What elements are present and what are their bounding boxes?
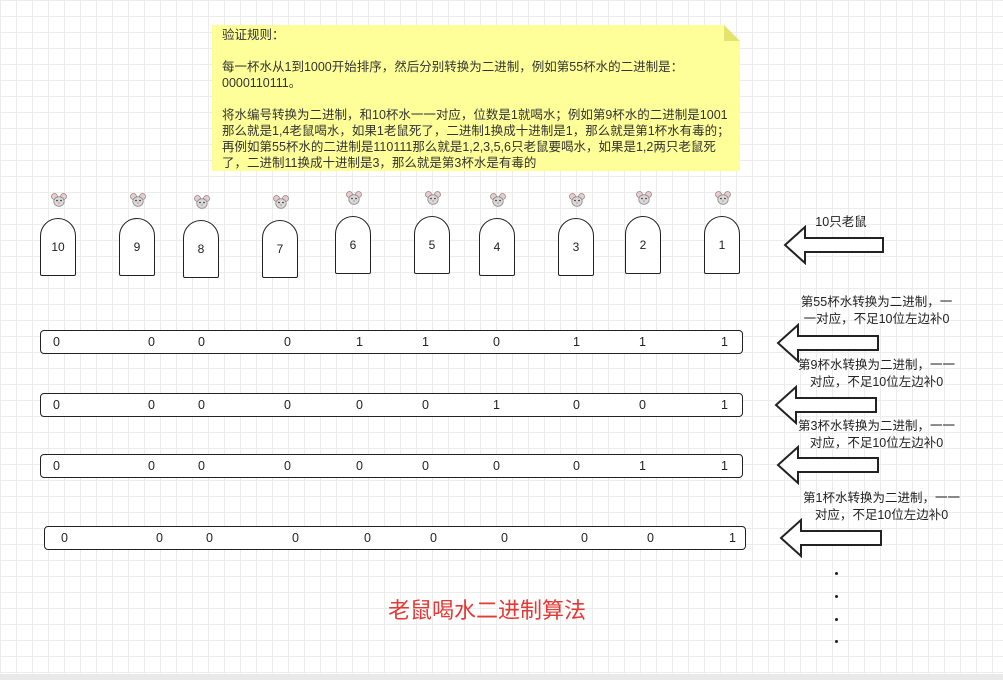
row-label: 第55杯水转换为二进制，一一对应，不足10位左边补0 <box>800 295 953 326</box>
left-arrow-icon <box>779 518 882 558</box>
water-cup: 9 <box>119 218 155 276</box>
binary-digit: 0 <box>53 459 60 473</box>
binary-digit: 1 <box>356 335 363 349</box>
water-cup: 7 <box>262 220 298 278</box>
binary-digit: 0 <box>501 531 508 545</box>
binary-digit: 0 <box>639 398 646 412</box>
binary-digit: 1 <box>721 335 728 349</box>
note-paragraph-1: 每一杯水从1到1000开始排序，然后分别转换为二进制，例如第55杯水的二进制是：… <box>222 60 684 90</box>
note-fold-corner <box>724 25 740 41</box>
binary-digit: 0 <box>292 531 299 545</box>
continuation-dot <box>835 640 838 643</box>
rules-note: 验证规则： 每一杯水从1到1000开始排序，然后分别转换为二进制，例如第55杯水… <box>212 25 740 171</box>
binary-digit: 0 <box>364 531 371 545</box>
note-heading: 验证规则： <box>222 28 285 42</box>
left-arrow-icon <box>783 225 884 265</box>
binary-row: 0 0 0 0 1 1 0 1 1 1 <box>40 330 743 354</box>
binary-digit: 1 <box>639 335 646 349</box>
mouse-icon <box>130 193 146 207</box>
binary-row: 0 0 0 0 0 0 0 0 0 1 <box>44 526 746 550</box>
water-cup: 3 <box>558 218 594 276</box>
binary-digit: 0 <box>573 459 580 473</box>
mouse-icon <box>194 195 210 209</box>
water-cup: 2 <box>625 216 661 274</box>
binary-digit: 1 <box>721 398 728 412</box>
binary-digit: 1 <box>573 335 580 349</box>
binary-digit: 0 <box>148 398 155 412</box>
binary-digit: 0 <box>430 531 437 545</box>
water-cup: 10 <box>40 218 76 276</box>
mouse-icon <box>346 191 362 205</box>
binary-digit: 0 <box>284 335 291 349</box>
water-cup: 4 <box>479 218 515 276</box>
binary-digit: 1 <box>422 335 429 349</box>
binary-digit: 0 <box>493 335 500 349</box>
binary-digit: 0 <box>198 459 205 473</box>
mouse-icon <box>490 193 506 207</box>
continuation-dot <box>835 572 838 575</box>
mouse-icon <box>569 193 585 207</box>
binary-row: 0 0 0 0 0 0 0 0 1 1 <box>40 454 743 478</box>
binary-digit: 0 <box>647 531 654 545</box>
binary-digit: 0 <box>198 398 205 412</box>
continuation-dot <box>835 618 838 621</box>
binary-digit: 0 <box>148 335 155 349</box>
row-label: 第9杯水转换为二进制，一一对应，不足10位左边补0 <box>798 358 955 389</box>
binary-digit: 0 <box>356 398 363 412</box>
binary-digit: 0 <box>422 459 429 473</box>
binary-digit: 0 <box>61 531 68 545</box>
binary-digit: 0 <box>148 459 155 473</box>
binary-digit: 0 <box>573 398 580 412</box>
binary-digit: 1 <box>639 459 646 473</box>
row-label: 第1杯水转换为二进制，一一对应，不足10位左边补0 <box>803 491 960 522</box>
left-arrow-icon <box>774 385 877 425</box>
binary-digit: 1 <box>721 459 728 473</box>
binary-row: 0 0 0 0 0 0 1 0 0 1 <box>40 393 743 417</box>
diagram-title: 老鼠喝水二进制算法 <box>388 598 587 623</box>
binary-digit: 0 <box>53 398 60 412</box>
binary-digit: 0 <box>198 335 205 349</box>
binary-digit: 0 <box>156 531 163 545</box>
binary-digit: 0 <box>422 398 429 412</box>
mouse-icon <box>715 191 731 205</box>
mouse-icon <box>636 191 652 205</box>
mouse-icon <box>425 191 441 205</box>
binary-digit: 0 <box>284 398 291 412</box>
binary-digit: 1 <box>729 531 736 545</box>
water-cup: 8 <box>183 220 219 278</box>
water-cup: 5 <box>414 216 450 274</box>
mice-label: 10只老鼠 <box>815 215 867 229</box>
left-arrow-icon <box>776 323 879 363</box>
note-paragraph-2: 将水编号转换为二进制，和10杯水一一对应，位数是1就喝水；例如第9杯水的二进制是… <box>222 108 730 170</box>
binary-digit: 0 <box>493 459 500 473</box>
binary-digit: 0 <box>581 531 588 545</box>
binary-digit: 1 <box>493 398 500 412</box>
left-arrow-icon <box>776 445 879 485</box>
bottom-strip <box>0 674 1003 680</box>
binary-digit: 0 <box>206 531 213 545</box>
water-cup: 6 <box>335 216 371 274</box>
row-label: 第3杯水转换为二进制，一一对应，不足10位左边补0 <box>798 419 955 450</box>
mouse-icon <box>51 193 67 207</box>
binary-digit: 0 <box>53 335 60 349</box>
continuation-dot <box>835 595 838 598</box>
binary-digit: 0 <box>284 459 291 473</box>
water-cup: 1 <box>704 216 740 274</box>
binary-digit: 0 <box>356 459 363 473</box>
mouse-icon <box>273 195 289 209</box>
